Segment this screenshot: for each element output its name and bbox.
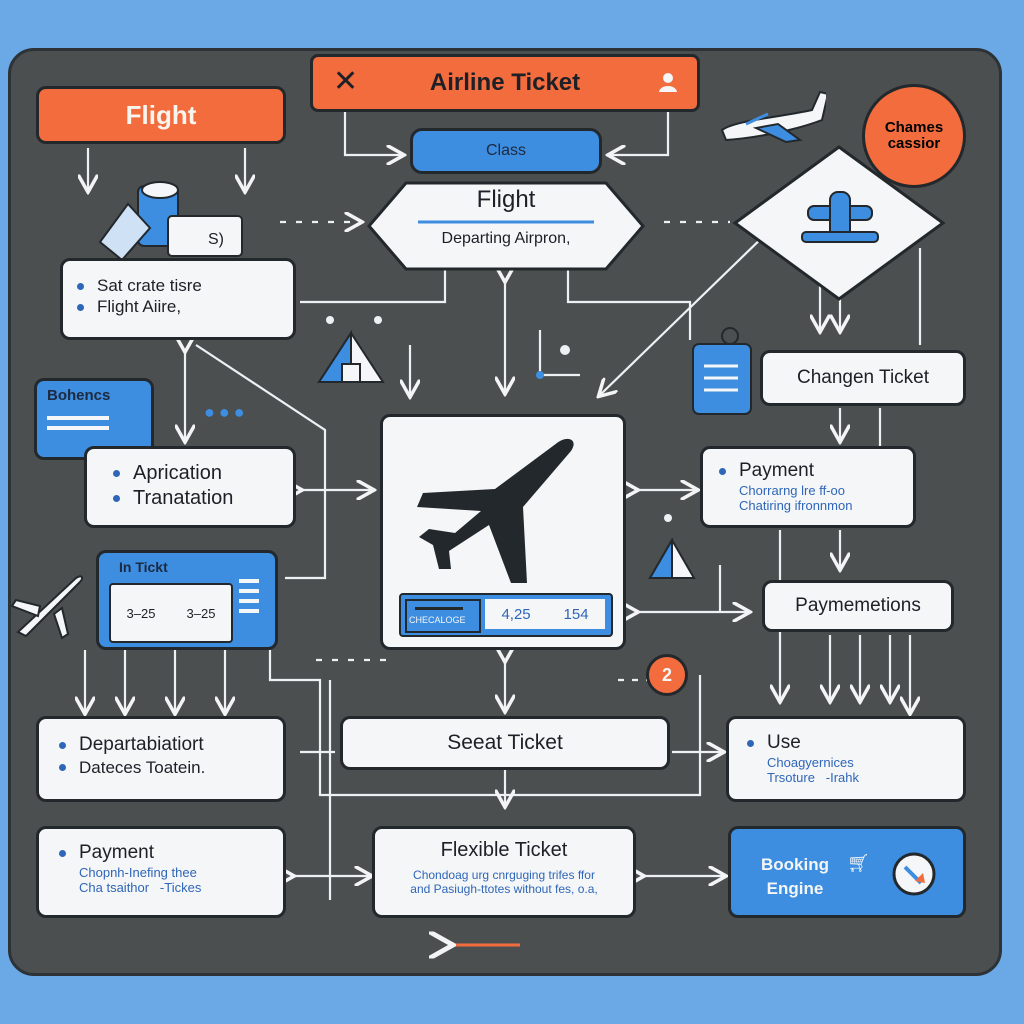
in-ticket-date: 3–25	[126, 605, 156, 621]
header-title: Airline Ticket	[429, 69, 581, 96]
flight-hexagon[interactable]: Flight Departing Airpron,	[366, 180, 646, 272]
boarding-strip: CHECALOGE 4,25 154	[399, 593, 613, 637]
flexible-ticket-card[interactable]: Flexible Ticket Chondoag urg cnrguging t…	[372, 826, 636, 918]
strip-box: CHECALOGE	[405, 599, 481, 633]
behenes-lines	[47, 416, 141, 430]
strip-value: 4,25	[501, 605, 531, 623]
payment-left-title: Payment	[55, 841, 267, 865]
in-ticket-card[interactable]: In Tickt 3–25 3–25	[96, 550, 278, 650]
in-ticket-label: In Tickt	[119, 559, 168, 575]
flight-hex-subtitle: Departing Airpron,	[441, 230, 571, 247]
flexible-ticket-line: Chondoag urg cnrguging trifes ffor	[413, 868, 595, 882]
application-item: Aprication	[109, 461, 271, 486]
airplane-left-icon	[10, 575, 84, 640]
dots-icon: ●●●	[204, 402, 249, 422]
application-item: Tranatation	[109, 486, 271, 511]
cart-icon: 🛒︎	[847, 853, 870, 873]
strip-value: 154	[563, 605, 589, 623]
changen-ticket-label: Changen Ticket	[796, 367, 930, 388]
behenes-label: Bohencs	[47, 387, 111, 404]
payment-card-left[interactable]: Payment Chopnh-Inefing thee Cha tsaithor…	[36, 826, 286, 918]
payment-left-line: Cha tsaithor -Tickes	[79, 880, 202, 896]
departabiatiort-item: Dateces Toatein.	[55, 757, 267, 778]
use-line: Trsoture -Irahk	[767, 770, 859, 786]
tag-icon	[692, 327, 752, 415]
strip-values: 4,25 154	[485, 599, 605, 629]
use-card[interactable]: Use Choagyernices Trsoture -Irahk	[726, 716, 966, 802]
payment-right-line: Chatiring ifronnmon	[739, 498, 853, 514]
tickets-icon: S)	[98, 181, 243, 262]
step-number: 2	[661, 664, 672, 685]
pyramid-icon	[317, 330, 385, 383]
paymemetions-card[interactable]: Paymemetions	[762, 580, 954, 632]
booking-line: Booking	[761, 855, 829, 874]
strip-label: CHECALOGE	[409, 615, 466, 625]
user-icon[interactable]	[657, 71, 679, 93]
dial-icon	[892, 852, 936, 896]
badge-text: Chames cassior	[884, 118, 944, 152]
in-ticket-stub: 3–25 3–25	[109, 583, 233, 643]
tab-flight[interactable]: Flight	[36, 86, 286, 144]
in-ticket-lines	[239, 579, 259, 613]
changen-ticket-card[interactable]: Changen Ticket	[760, 350, 966, 406]
seat-ticket-card[interactable]: Seeat Ticket	[340, 716, 670, 770]
header-bar: ✕ Airline Ticket	[310, 54, 700, 112]
flight-hex-title: Flight	[476, 186, 536, 213]
central-flight-card[interactable]: CHECALOGE 4,25 154	[380, 414, 626, 650]
airplane-takeoff-icon	[720, 90, 826, 144]
seat-ticket-label: Seeat Ticket	[447, 731, 563, 754]
payment-right-title: Payment	[715, 459, 901, 483]
flexible-ticket-line: and Pasiugh-ttotes without fes, o.a,	[410, 882, 598, 897]
payment-card-right[interactable]: Payment Chorrarng lre ff-oo Chatiring if…	[700, 446, 916, 528]
info-item: Sat crate tisre	[73, 275, 283, 296]
in-ticket-date: 3–25	[186, 605, 216, 621]
info-card[interactable]: Sat crate tisre Flight Aiire,	[60, 258, 296, 340]
plane-diamond[interactable]	[732, 144, 946, 302]
class-label: Class	[485, 142, 526, 159]
payment-right-line: Chorrarng lre ff-oo	[739, 482, 845, 498]
tab-flight-label: Flight	[125, 99, 197, 130]
booking-line: Engine	[766, 878, 824, 898]
close-icon[interactable]: ✕	[333, 65, 359, 98]
use-title: Use	[743, 731, 949, 755]
flexible-ticket-title: Flexible Ticket	[440, 839, 568, 861]
tent-icon	[648, 538, 696, 579]
departabiatiort-item: Departabiatiort	[55, 733, 267, 757]
step-number-badge: 2	[646, 654, 688, 696]
svg-text:S): S)	[208, 231, 224, 248]
booking-engine-text: Booking Engine	[761, 853, 829, 901]
paymemetions-label: Paymemetions	[795, 595, 921, 616]
class-pill[interactable]: Class	[410, 128, 602, 174]
departabiatiort-card[interactable]: Departabiatiort Dateces Toatein.	[36, 716, 286, 802]
info-item: Flight Aiire,	[73, 296, 283, 317]
booking-engine-button[interactable]: Booking Engine 🛒︎	[728, 826, 966, 918]
status-badge: Chames cassior	[862, 84, 966, 188]
application-card[interactable]: Aprication Tranatation	[84, 446, 296, 528]
use-line: Choagyernices	[767, 754, 854, 770]
payment-left-line: Chopnh-Inefing thee	[79, 864, 197, 880]
airplane-icon	[417, 438, 574, 583]
plane-topdown-icon	[801, 191, 879, 243]
